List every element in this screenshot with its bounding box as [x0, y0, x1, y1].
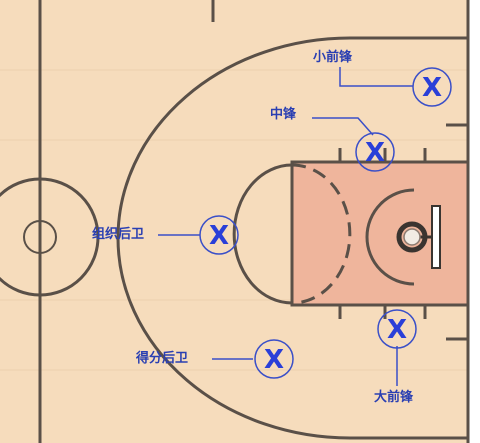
svg-text:X: X	[209, 221, 229, 251]
svg-text:X: X	[422, 73, 442, 103]
paint-area	[290, 160, 470, 307]
player-marker-small-forward: X	[412, 67, 452, 107]
player-marker-power-forward: X	[377, 309, 417, 349]
baseline-strip	[468, 0, 480, 443]
free-throw-circle-inner	[291, 163, 352, 305]
leader-lines	[158, 67, 413, 386]
svg-text:X: X	[365, 138, 385, 168]
label-shooting-guard: 得分后卫	[136, 351, 189, 366]
hoop-net	[403, 228, 421, 246]
label-small-forward: 小前锋	[313, 50, 353, 65]
restricted-arc	[365, 188, 415, 286]
free-throw-circle-outer	[232, 163, 293, 305]
player-marker-point-guard: X	[199, 215, 239, 255]
center-circle	[0, 177, 100, 297]
label-center: 中锋	[270, 107, 297, 122]
three-point-line	[116, 36, 468, 440]
svg-text:X: X	[264, 345, 284, 375]
hoop-ring	[396, 221, 428, 253]
floor-texture	[0, 69, 480, 371]
label-power-forward: 大前锋	[374, 390, 414, 405]
backboard	[431, 205, 441, 269]
label-point-guard: 组织后卫	[92, 227, 145, 242]
center-circle-inner	[23, 220, 57, 254]
svg-text:X: X	[387, 315, 407, 345]
player-marker-shooting-guard: X	[254, 339, 294, 379]
player-marker-center: X	[355, 132, 395, 172]
lane-marks	[338, 123, 468, 341]
